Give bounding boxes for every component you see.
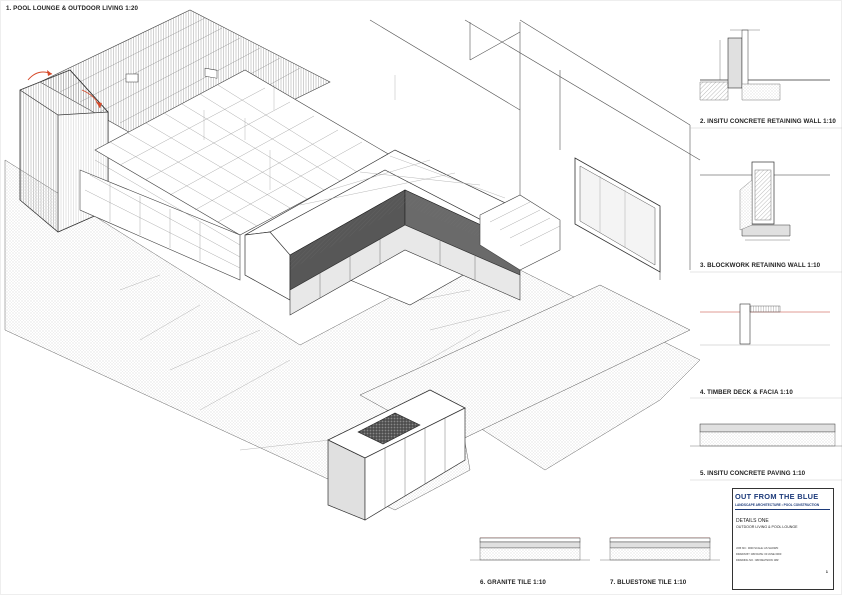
company-tagline: LANDSCAPE ARCHITECTURE • POOL CONSTRUCTI… xyxy=(735,503,820,507)
pool-lounge-platform xyxy=(244,149,561,316)
title-block-row: JOB NO.: 0000 SCALE: AS SHOWN xyxy=(736,547,779,550)
bbq-grill xyxy=(357,412,421,445)
bbq-bench xyxy=(327,389,466,521)
detail-title-blockwork-retaining-wall: 3. BLOCKWORK RETAINING WALL 1:10 xyxy=(700,262,821,269)
sheet-subtitle: OUTDOOR LIVING & POOL LOUNGE xyxy=(736,525,798,529)
title-block-row: DRAWING NO.: ### REVISION: ### xyxy=(736,559,779,562)
detail-title-timber-deck: 4. TIMBER DECK & FACIA 1:10 xyxy=(700,389,793,396)
detail-timber-deck xyxy=(700,303,830,346)
title-block-row: DRAWN BY: ### DATE: 00 JUNE 0000 xyxy=(736,553,782,556)
window-frame xyxy=(574,157,661,273)
title-block-rule xyxy=(735,509,830,510)
sheet-title: DETAILS ONE xyxy=(736,518,769,524)
detail-granite-tile xyxy=(470,537,590,561)
isometric-drawing xyxy=(4,9,701,521)
detail-title-granite-tile: 6. GRANITE TILE 1:10 xyxy=(480,579,546,586)
detail-concrete-retaining-wall xyxy=(699,29,830,101)
tiled-steps xyxy=(79,69,391,281)
detail-blockwork-retaining-wall xyxy=(700,161,830,241)
detail-title-bluestone-tile: 7. BLUESTONE TILE 1:10 xyxy=(610,579,687,586)
company-logo: OUT FROM THE BLUE xyxy=(735,492,819,501)
detail-bluestone-tile xyxy=(600,537,720,561)
detail-title-concrete-paving: 5. INSITU CONCRETE PAVING 1:10 xyxy=(700,470,806,477)
main-drawing-title: 1. POOL LOUNGE & OUTDOOR LIVING 1:20 xyxy=(6,5,139,12)
sheet-number: 1 xyxy=(825,569,828,574)
title-block: OUT FROM THE BLUE LANDSCAPE ARCHITECTURE… xyxy=(732,488,834,590)
detail-title-concrete-retaining-wall: 2. INSITU CONCRETE RETAINING WALL 1:10 xyxy=(700,118,836,125)
detail-concrete-paving xyxy=(690,423,842,447)
